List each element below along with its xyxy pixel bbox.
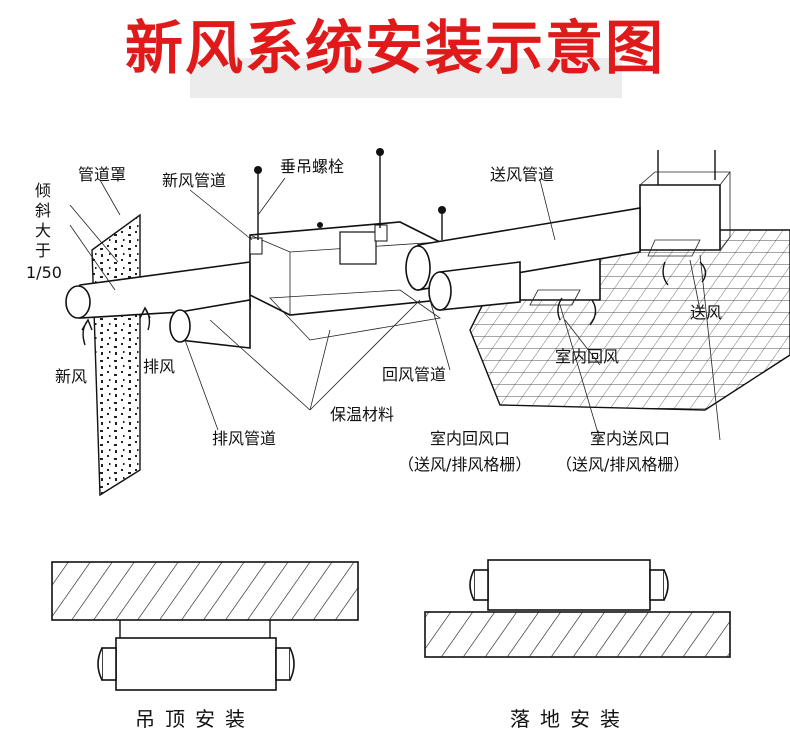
supply-duct-label: 送风管道 [490,165,554,184]
fresh-duct-label: 新风管道 [162,171,226,190]
supply-vent-label: 室内送风口 [590,429,670,448]
slope-label-1: 倾 [35,181,51,200]
supply-vent-note: （送风/排风格栅） [556,455,689,474]
title-underline-band [190,58,622,98]
slope-label-5: 1/50 [26,263,62,282]
hanger-bolts [254,148,446,240]
insulation-label: 保温材料 [330,405,394,424]
slope-label-4: 于 [35,241,51,260]
slope-label-3: 大 [35,221,51,240]
duct-cover-label: 管道罩 [78,165,126,184]
ceiling-install-diagram [51,561,359,691]
supply-air-label: 送风 [690,303,722,322]
hanger-bolt-label: 垂吊螺栓 [280,157,344,176]
floor-install-caption: 落地安装 [510,707,630,730]
return-duct-label: 回风管道 [382,365,446,384]
return-vent-label: 室内回风口 [430,429,510,448]
floor-install-diagram [424,559,731,658]
exhaust-duct-label: 排风管道 [212,429,276,448]
fresh-air-label: 新风 [55,367,87,386]
access-panel [339,231,377,265]
indoor-return-label: 室内回风 [555,347,619,366]
duct-cover-wall [91,213,141,497]
page-title: 新风系统安装示意图 [124,14,665,82]
slope-label-2: 斜 [35,201,51,220]
return-vent-note: （送风/排风格栅） [398,455,531,474]
ceiling-install-caption: 吊顶安装 [135,707,255,730]
exhaust-air-label: 排风 [143,357,175,376]
